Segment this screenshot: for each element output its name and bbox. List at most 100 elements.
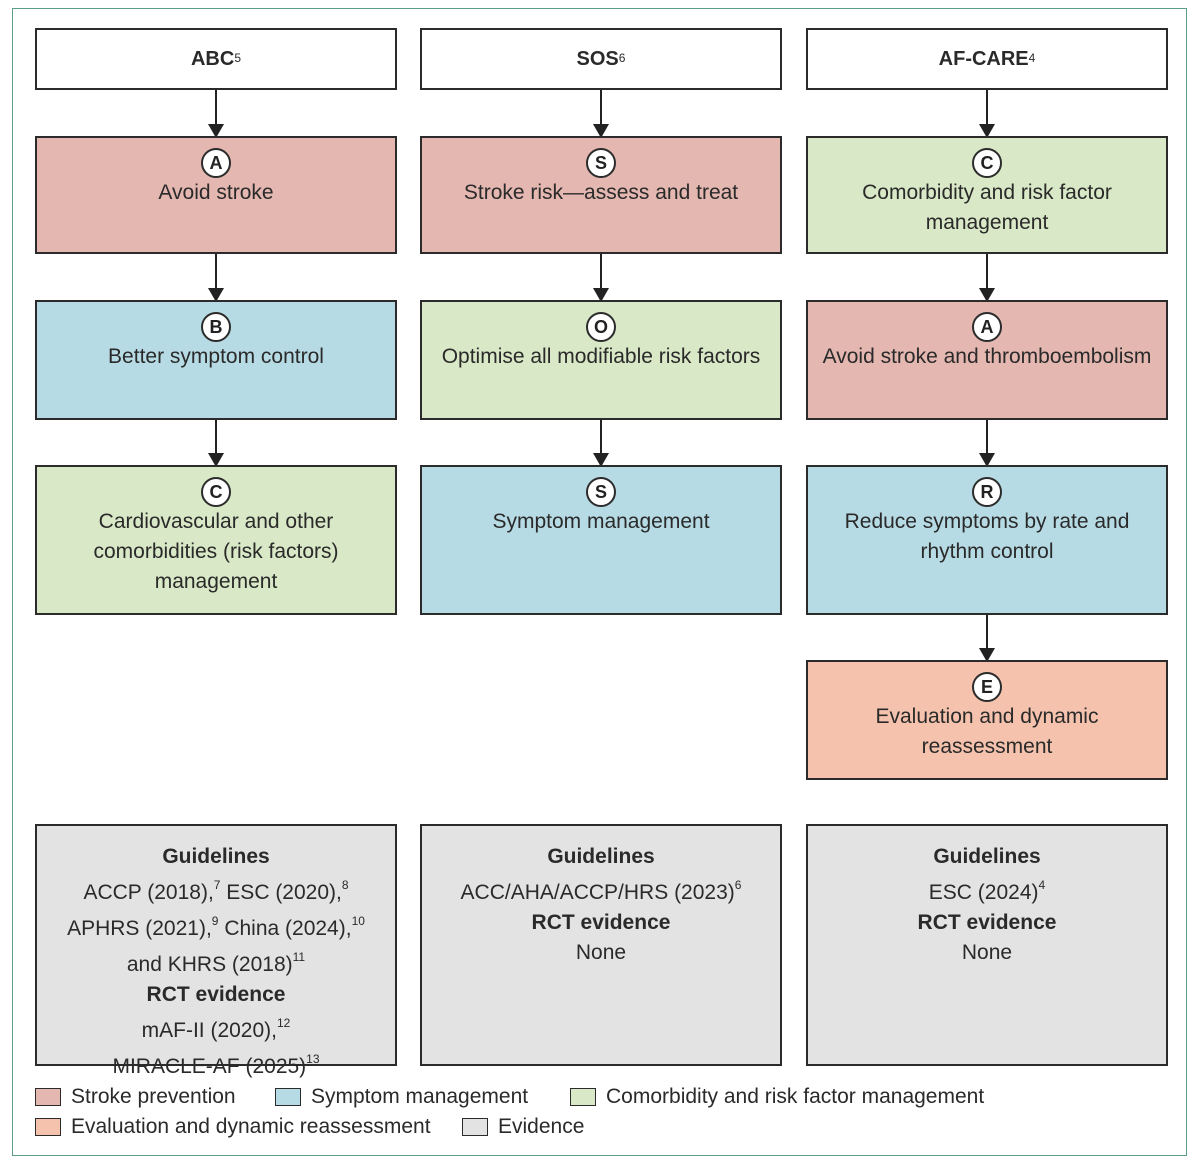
legend-label: Evidence: [498, 1115, 585, 1138]
legend-swatch: [35, 1088, 61, 1106]
legend-item-evaluation: Evaluation and dynamic reassessment: [35, 1112, 431, 1142]
framework-name: SOS: [576, 48, 619, 70]
flow-arrow: [593, 90, 609, 138]
rct-evidence-heading: RCT evidence: [917, 911, 1057, 934]
legend-swatch: [35, 1118, 61, 1136]
step-box-stroke: S Stroke risk—assess and treat: [420, 136, 782, 254]
step-letter-badge: R: [972, 477, 1002, 507]
step-box-symptom: B Better symptom control: [35, 300, 397, 420]
guideline-line: ESC (2024)4: [808, 872, 1166, 908]
step-letter-badge: C: [972, 148, 1002, 178]
evidence-text: ESC (2020),: [220, 881, 342, 904]
guideline-line: and KHRS (2018)11: [37, 944, 395, 980]
legend-item-symptom: Symptom management: [275, 1082, 528, 1112]
rct-line: None: [422, 938, 780, 968]
flow-arrow: [208, 420, 224, 467]
step-text: Stroke risk—assess and treat: [463, 181, 739, 204]
evidence-text: None: [961, 941, 1013, 964]
step-letter-badge: S: [586, 477, 616, 507]
framework-name: ABC: [190, 48, 235, 70]
step-box-stroke: A Avoid stroke and thromboembolism: [806, 300, 1168, 420]
rct-line: MIRACLE-AF (2025)13: [37, 1046, 395, 1082]
step-letter-badge: A: [972, 312, 1002, 342]
figure-frame: [12, 8, 1187, 1156]
evidence-text: ACCP (2018),: [83, 881, 214, 904]
guideline-line: ACCP (2018),7 ESC (2020),8: [37, 872, 395, 908]
evidence-text: China (2024),: [218, 917, 352, 940]
legend-label: Symptom management: [311, 1085, 529, 1108]
evidence-text: None: [575, 941, 627, 964]
step-letter-badge: S: [586, 148, 616, 178]
legend-item-stroke: Stroke prevention: [35, 1082, 236, 1112]
flow-arrow: [979, 254, 995, 302]
rct-evidence-heading: RCT evidence: [146, 983, 286, 1006]
step-letter-badge: E: [972, 672, 1002, 702]
step-text: Reduce symptoms by rate and rhythm contr…: [844, 510, 1130, 563]
guideline-line: APHRS (2021),9 China (2024),10: [37, 908, 395, 944]
flow-arrow: [593, 254, 609, 302]
step-letter-badge: C: [201, 477, 231, 507]
step-box-symptom: S Symptom management: [420, 465, 782, 615]
evidence-text: APHRS (2021),: [67, 917, 212, 940]
step-text: Better symptom control: [108, 345, 324, 368]
guidelines-heading: Guidelines: [933, 845, 1041, 868]
evidence-text: mAF-II (2020),: [141, 1019, 277, 1042]
step-text: Avoid stroke and thromboembolism: [822, 345, 1152, 368]
legend-swatch: [275, 1088, 301, 1106]
flow-arrow: [979, 90, 995, 138]
evidence-text: ACC/AHA/ACCP/HRS (2023): [460, 881, 735, 904]
reference-superscript: 10: [351, 914, 365, 928]
legend-item-evidence: Evidence: [462, 1112, 584, 1142]
step-box-stroke: A Avoid stroke: [35, 136, 397, 254]
flow-arrow: [979, 420, 995, 467]
rct-line: mAF-II (2020),12: [37, 1010, 395, 1046]
step-letter-badge: O: [586, 312, 616, 342]
reference-superscript: 7: [213, 878, 221, 892]
step-letter-badge: B: [201, 312, 231, 342]
evidence-text: MIRACLE-AF (2025): [112, 1055, 307, 1078]
step-letter-badge: A: [201, 148, 231, 178]
reference-superscript: 5: [234, 51, 242, 65]
reference-superscript: 4: [1028, 51, 1036, 65]
reference-superscript: 6: [618, 51, 626, 65]
rct-evidence-heading: RCT evidence: [531, 911, 671, 934]
step-text: Cardiovascular and other comorbidities (…: [93, 510, 339, 593]
flow-arrow: [593, 420, 609, 467]
step-text: Optimise all modifiable risk factors: [441, 345, 761, 368]
reference-superscript: 6: [734, 878, 742, 892]
guidelines-heading: Guidelines: [547, 845, 655, 868]
legend-item-comorbidity: Comorbidity and risk factor management: [570, 1082, 984, 1112]
guideline-line: ACC/AHA/ACCP/HRS (2023)6: [422, 872, 780, 908]
legend-label: Evaluation and dynamic reassessment: [71, 1115, 431, 1138]
guidelines-heading: Guidelines: [162, 845, 270, 868]
step-text: Symptom management: [492, 510, 710, 533]
flow-arrow: [208, 90, 224, 138]
legend-swatch: [462, 1118, 488, 1136]
step-text: Avoid stroke: [158, 181, 274, 204]
evidence-text: and KHRS (2018): [126, 953, 293, 976]
reference-superscript: 9: [211, 914, 219, 928]
reference-superscript: 4: [1038, 878, 1046, 892]
legend-label: Stroke prevention: [71, 1085, 236, 1108]
reference-superscript: 13: [306, 1052, 320, 1066]
step-text: Comorbidity and risk factor management: [862, 181, 1112, 234]
evidence-text: ESC (2024): [928, 881, 1039, 904]
rct-line: None: [808, 938, 1166, 968]
step-text: Evaluation and dynamic reassessment: [875, 705, 1099, 758]
legend-label: Comorbidity and risk factor management: [606, 1085, 985, 1108]
reference-superscript: 8: [341, 878, 349, 892]
flow-arrow: [208, 254, 224, 302]
step-box-comorbidity: O Optimise all modifiable risk factors: [420, 300, 782, 420]
reference-superscript: 12: [277, 1016, 291, 1030]
flow-arrow: [979, 615, 995, 662]
reference-superscript: 11: [292, 950, 306, 964]
